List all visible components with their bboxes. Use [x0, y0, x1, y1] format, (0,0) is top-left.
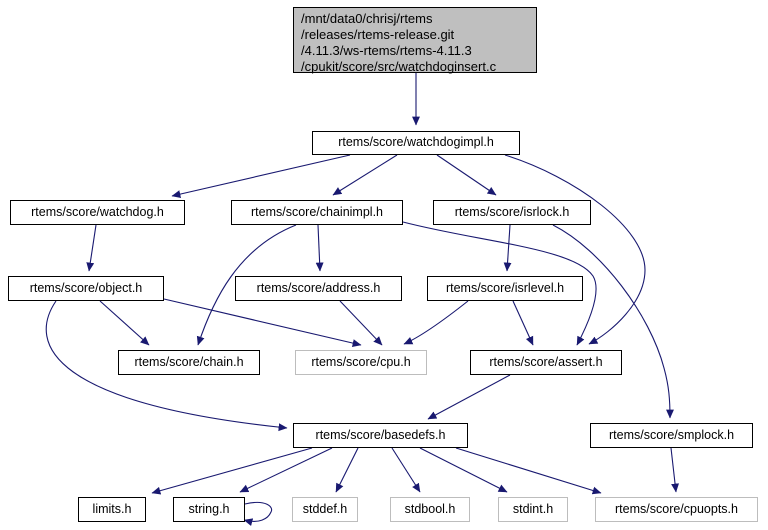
node-label: rtems/score/isrlevel.h — [445, 280, 565, 295]
node-isrlock[interactable]: rtems/score/isrlock.h — [433, 200, 591, 225]
node-root[interactable]: /mnt/data0/chrisj/rtems /releases/rtems-… — [293, 7, 537, 74]
node-string[interactable]: string.h — [173, 497, 245, 522]
edge-basedefs-to-limits — [151, 447, 313, 495]
node-chain[interactable]: rtems/score/chain.h — [118, 350, 260, 375]
edge-object-to-chain — [99, 300, 150, 346]
edge-watchdogimpl-to-assert — [504, 154, 646, 345]
node-basedefs[interactable]: rtems/score/basedefs.h — [293, 423, 468, 448]
node-label: rtems/score/isrlock.h — [454, 204, 570, 219]
node-watchdogimpl[interactable]: rtems/score/watchdogimpl.h — [312, 131, 520, 155]
edge-basedefs-to-stdint — [419, 447, 508, 493]
node-label: stdbool.h — [404, 501, 456, 516]
edge-watchdogimpl-to-chainimpl — [332, 154, 398, 196]
node-stddef[interactable]: stddef.h — [292, 497, 358, 522]
node-stdint[interactable]: stdint.h — [498, 497, 568, 522]
node-chainimpl[interactable]: rtems/score/chainimpl.h — [231, 200, 403, 225]
node-label: rtems/score/watchdog.h — [31, 204, 164, 219]
node-label: rtems/score/smplock.h — [608, 427, 735, 442]
node-label: /mnt/data0/chrisj/rtems /releases/rtems-… — [301, 11, 497, 74]
node-label: rtems/score/object.h — [29, 280, 143, 295]
node-label: string.h — [188, 501, 230, 516]
node-label: rtems/score/cpu.h — [311, 354, 411, 369]
edge-isrlevel-to-cpu — [403, 300, 469, 345]
edge-watchdog-to-object — [86, 224, 97, 272]
edge-isrlevel-to-assert — [512, 300, 534, 346]
edge-string-to-string — [243, 501, 273, 526]
node-cpu[interactable]: rtems/score/cpu.h — [295, 350, 427, 375]
node-cpuopts[interactable]: rtems/score/cpuopts.h — [595, 497, 758, 522]
node-label: rtems/score/address.h — [256, 280, 381, 295]
node-label: stdint.h — [512, 501, 554, 516]
node-object[interactable]: rtems/score/object.h — [8, 276, 164, 301]
node-smplock[interactable]: rtems/score/smplock.h — [590, 423, 753, 448]
node-label: rtems/score/basedefs.h — [315, 427, 446, 442]
edge-address-to-cpu — [339, 300, 383, 346]
node-isrlevel[interactable]: rtems/score/isrlevel.h — [427, 276, 583, 301]
node-label: rtems/score/assert.h — [489, 354, 603, 369]
node-address[interactable]: rtems/score/address.h — [235, 276, 402, 301]
edge-assert-to-basedefs — [427, 374, 511, 420]
edge-basedefs-to-string — [239, 447, 333, 493]
node-label: rtems/score/chain.h — [134, 354, 244, 369]
node-label: limits.h — [92, 501, 132, 516]
edge-isrlock-to-isrlevel — [503, 224, 512, 272]
edge-watchdogimpl-to-isrlock — [436, 154, 497, 196]
node-stdbool[interactable]: stdbool.h — [390, 497, 470, 522]
edge-basedefs-to-stddef — [335, 447, 359, 493]
node-label: stddef.h — [302, 501, 348, 516]
node-assert[interactable]: rtems/score/assert.h — [470, 350, 622, 375]
edge-basedefs-to-stdbool — [391, 447, 421, 493]
node-label: rtems/score/cpuopts.h — [615, 501, 738, 516]
edge-object-to-cpu — [163, 298, 362, 347]
edge-isrlock-to-smplock — [552, 224, 674, 419]
edge-smplock-to-cpuopts — [670, 447, 679, 493]
edge-chainimpl-to-address — [315, 224, 324, 272]
node-limits[interactable]: limits.h — [78, 497, 146, 522]
edge-basedefs-to-cpuopts — [455, 447, 602, 495]
node-label: rtems/score/watchdogimpl.h — [338, 135, 494, 150]
node-label: rtems/score/chainimpl.h — [251, 204, 383, 219]
edge-watchdogimpl-to-watchdog — [171, 154, 351, 198]
node-watchdog[interactable]: rtems/score/watchdog.h — [10, 200, 185, 225]
